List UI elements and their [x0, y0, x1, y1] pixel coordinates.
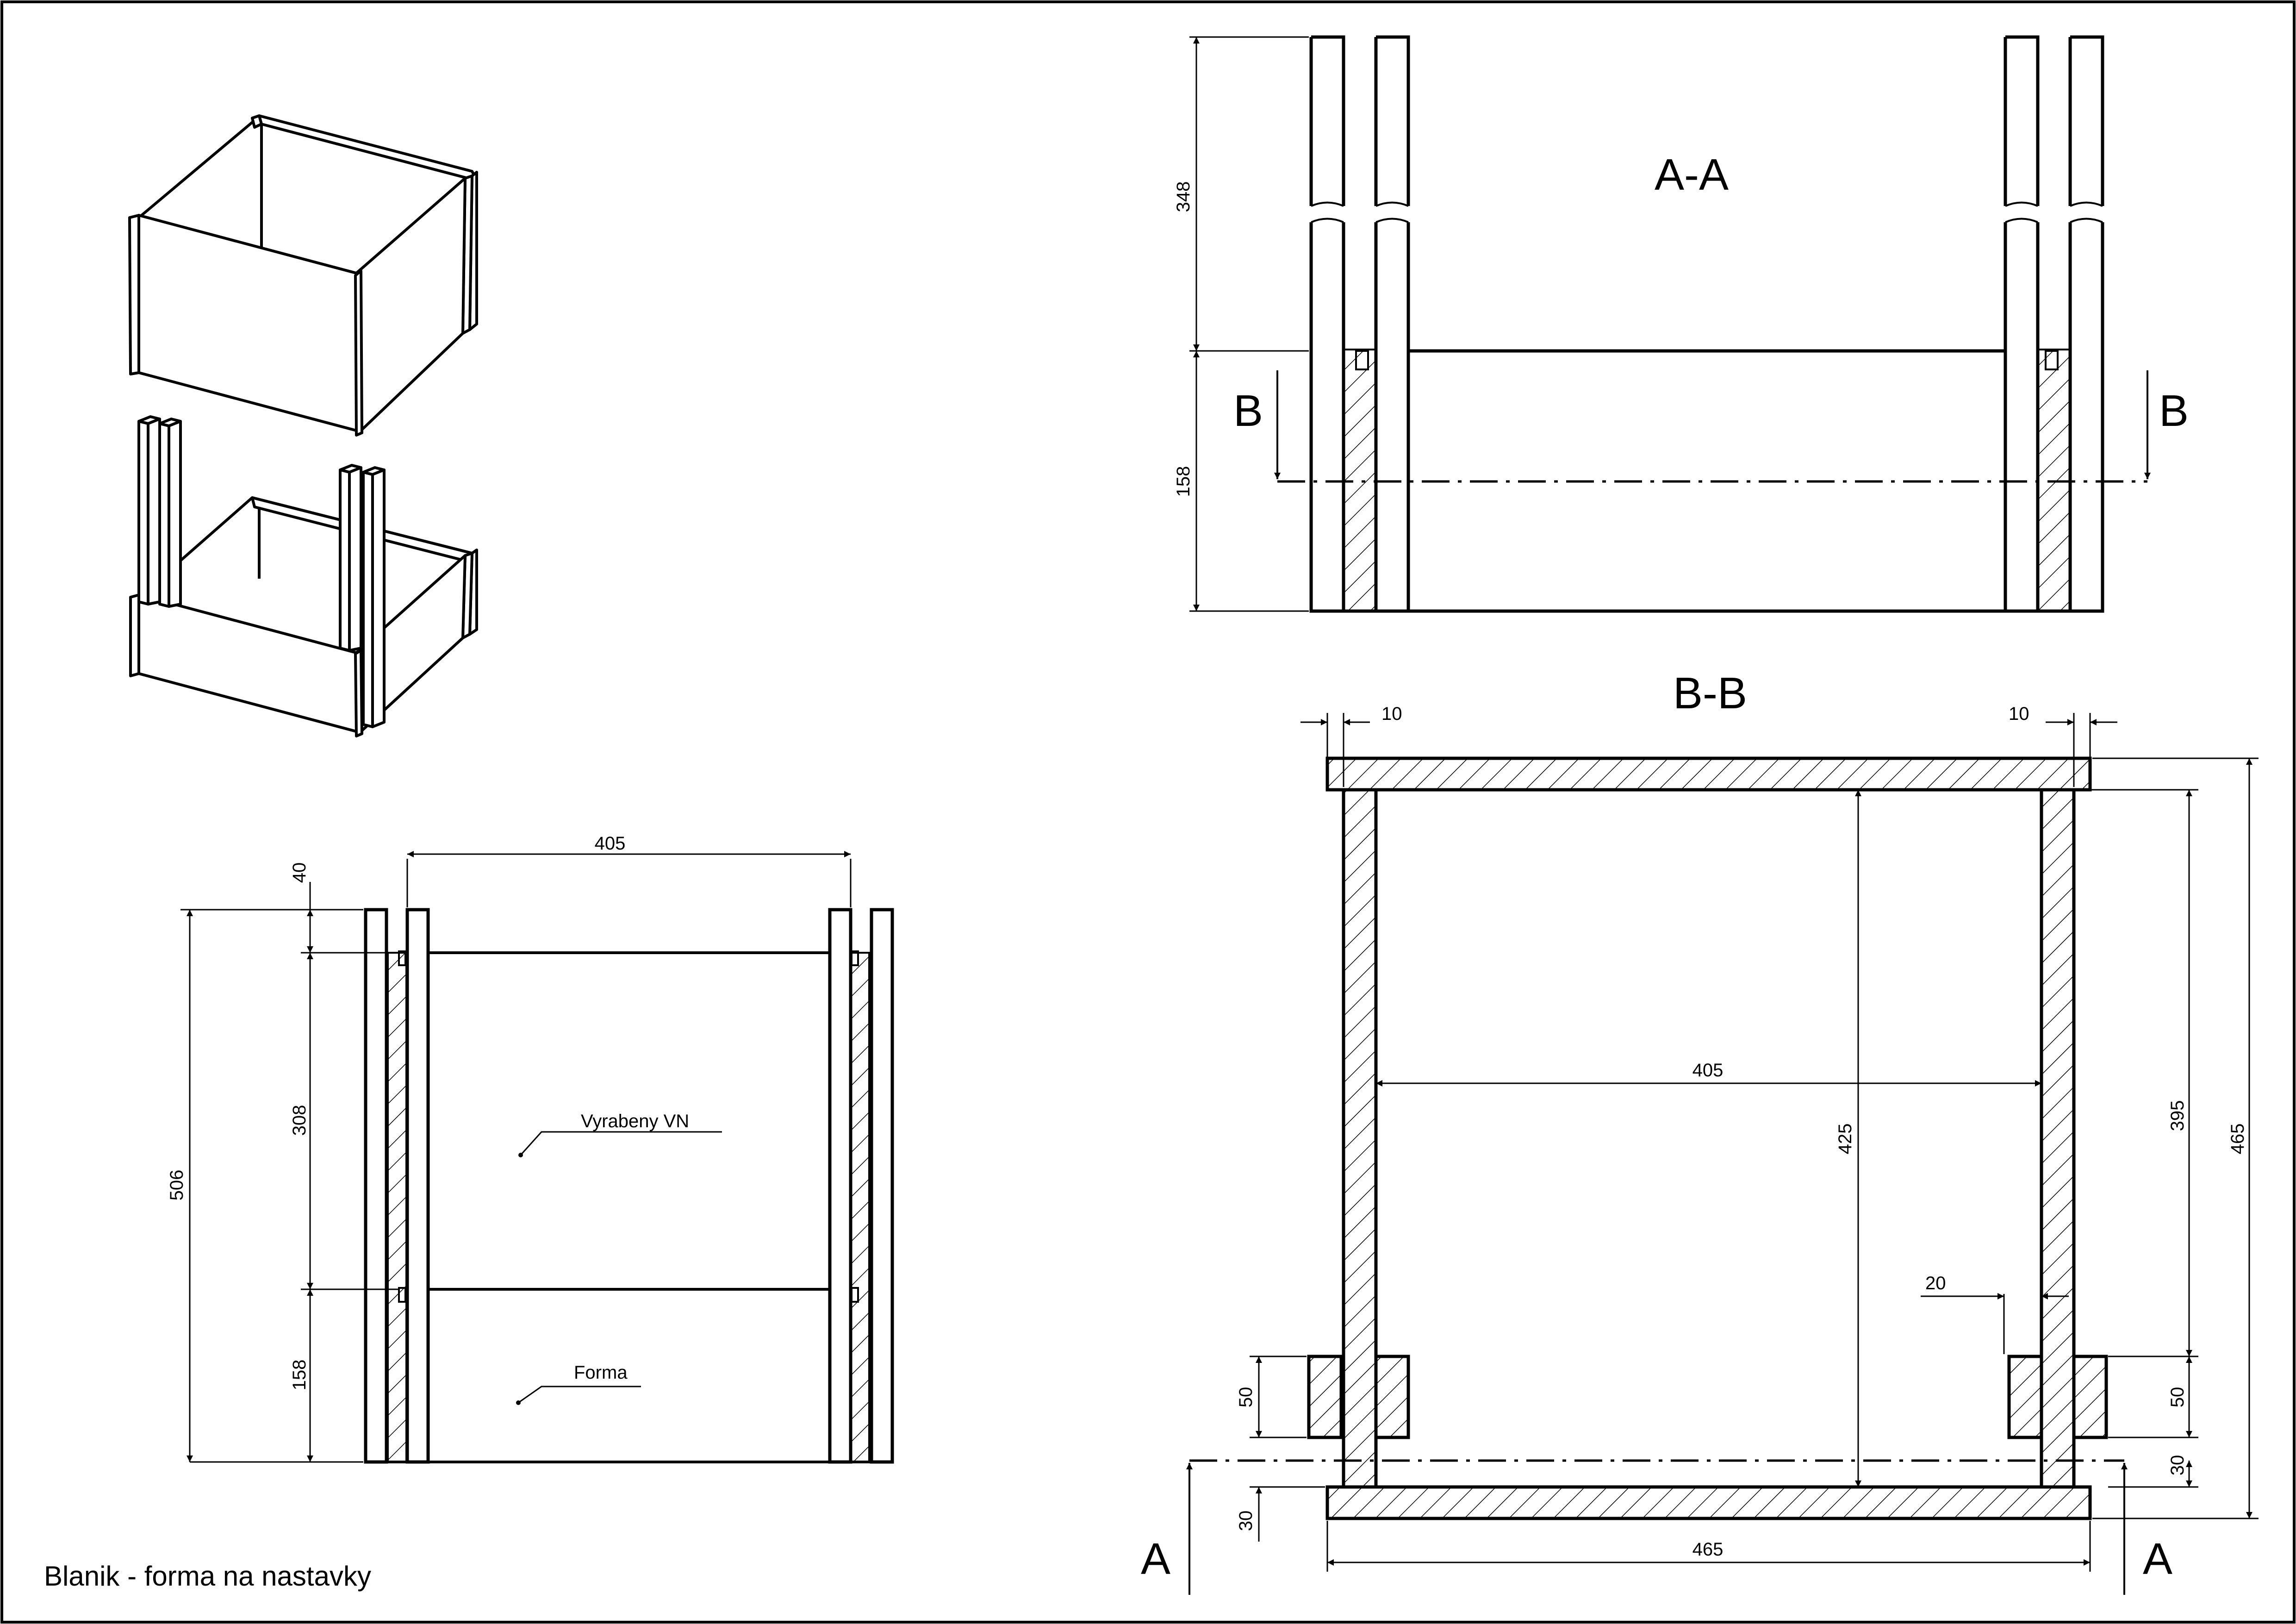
section-aa-dim-lower: 158: [1173, 466, 1194, 497]
section-bb-cut-left: A: [1141, 1534, 1170, 1584]
front-post-right-inner: [828, 908, 852, 1464]
bb-dim-right-inner: 395: [2167, 1100, 2188, 1131]
section-aa: A-A B B: [1173, 35, 2189, 613]
section-bb-label: B-B: [1673, 668, 1747, 718]
bb-dim-bottom-width: 465: [1692, 1539, 1724, 1560]
bb-dim-top-left: 10: [1381, 704, 1402, 724]
bb-dim-bottom-right: 30: [2167, 1455, 2188, 1476]
section-aa-label: A-A: [1655, 150, 1729, 200]
front-dim-lower: 158: [289, 1360, 310, 1391]
bb-bottom-plate: [1325, 1485, 2092, 1520]
front-dim-upper: 308: [289, 1105, 310, 1136]
front-label-upper-part: Vyrabeny VN: [581, 1111, 689, 1131]
bb-block-left-outer: [1307, 1355, 1343, 1439]
section-aa-dim-upper: 348: [1173, 181, 1194, 212]
section-aa-cut-left: B: [1233, 386, 1263, 436]
isometric-view: [128, 114, 478, 737]
front-pin-left: [387, 952, 407, 1463]
bb-dim-top-right: 10: [2009, 704, 2029, 724]
bb-wall-right: [2040, 788, 2076, 1489]
section-aa-cut-right: B: [2159, 386, 2189, 436]
bb-dim-right-total: 465: [2228, 1124, 2248, 1155]
iso-upper-box: [128, 114, 478, 437]
iso-form: [129, 415, 478, 737]
front-post-left-inner: [405, 908, 430, 1464]
bb-dim-detail: 20: [1925, 1273, 1946, 1293]
bb-block-left-inner: [1374, 1355, 1410, 1439]
bb-dim-inner-width: 405: [1692, 1060, 1724, 1081]
bb-dim-bottom-left: 30: [1236, 1511, 1256, 1531]
front-view: 405 40 506 308 158 Vyrabeny VN Forma: [167, 833, 894, 1464]
bb-dim-block-left: 50: [1236, 1387, 1256, 1408]
front-dim-total-height: 506: [167, 1170, 187, 1201]
front-pin-right: [850, 952, 870, 1463]
front-dim-top-width: 405: [595, 833, 626, 854]
section-bb-cut-right: A: [2143, 1534, 2172, 1584]
front-post-left-outer: [364, 908, 388, 1464]
bb-block-right-outer: [2072, 1355, 2108, 1439]
bb-block-right-inner: [2007, 1355, 2043, 1439]
front-post-right-outer: [870, 908, 894, 1464]
bb-dim-inner-height: 425: [1835, 1124, 1855, 1155]
bb-dim-block-right: 50: [2167, 1387, 2188, 1408]
front-label-lower-part: Forma: [574, 1362, 628, 1383]
section-bb: B-B A A: [1141, 668, 2259, 1595]
drawing-title: Blanik - forma na nastavky: [44, 1561, 371, 1592]
bb-wall-left: [1342, 788, 1378, 1489]
bb-top-plate: [1325, 756, 2092, 792]
front-dim-top-gap: 40: [289, 862, 310, 883]
